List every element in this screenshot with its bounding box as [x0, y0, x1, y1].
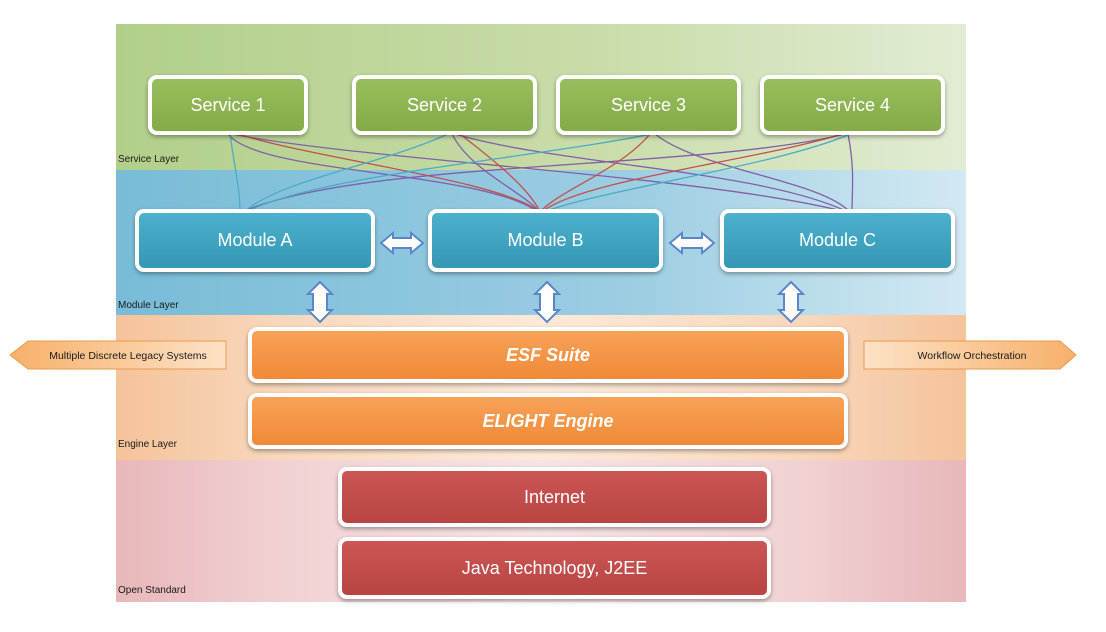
- link-s1-mA-teal: [229, 133, 241, 213]
- link-s3-mB-red: [539, 133, 651, 213]
- engine-layer-label: Engine Layer: [118, 439, 177, 450]
- link-s1-mB: [227, 133, 539, 213]
- module-b-box: Module B: [428, 209, 663, 272]
- link-s4-mC: [847, 133, 854, 213]
- link-s4-mB-teal: [543, 133, 851, 213]
- esf-suite-box: ESF Suite: [248, 327, 848, 383]
- service-3-box: Service 3: [556, 75, 741, 135]
- link-s4-mA: [241, 133, 846, 213]
- left-callout-label: Multiple Discrete Legacy Systems: [49, 350, 207, 362]
- link-s2-mA-teal: [243, 133, 449, 213]
- link-s2-mC: [454, 133, 849, 213]
- double-arrow-a-engine-icon: [305, 280, 335, 324]
- service-4-box: Service 4: [760, 75, 945, 135]
- module-a-box: Module A: [135, 209, 375, 272]
- link-s4-mB-red: [541, 133, 843, 213]
- right-callout-label: Workflow Orchestration: [918, 350, 1027, 362]
- service-layer-label: Service Layer: [118, 154, 180, 165]
- elight-engine-box: ELIGHT Engine: [248, 393, 848, 449]
- double-arrow-c-engine-icon: [776, 280, 806, 324]
- java-technology-box: Java Technology, J2EE: [338, 537, 771, 599]
- link-s3-mC: [654, 133, 851, 213]
- link-s3-mA-teal: [245, 133, 653, 213]
- link-s1-mC: [231, 133, 847, 213]
- service-1-box: Service 1: [148, 75, 308, 135]
- module-layer-label: Module Layer: [118, 300, 179, 311]
- module-c-box: Module C: [720, 209, 955, 272]
- service-2-box: Service 2: [352, 75, 537, 135]
- link-s2-mB: [451, 133, 541, 213]
- internet-box: Internet: [338, 467, 771, 527]
- link-s1-mB-red: [237, 133, 541, 213]
- link-s2-mB-red: [459, 133, 541, 213]
- double-arrow-a-b-icon: [379, 230, 425, 256]
- right-callout-arrow-icon: [863, 340, 1077, 370]
- open-standard-label: Open Standard: [118, 585, 186, 596]
- left-callout-arrow-icon: [9, 340, 227, 370]
- double-arrow-b-engine-icon: [532, 280, 562, 324]
- double-arrow-b-c-icon: [668, 230, 716, 256]
